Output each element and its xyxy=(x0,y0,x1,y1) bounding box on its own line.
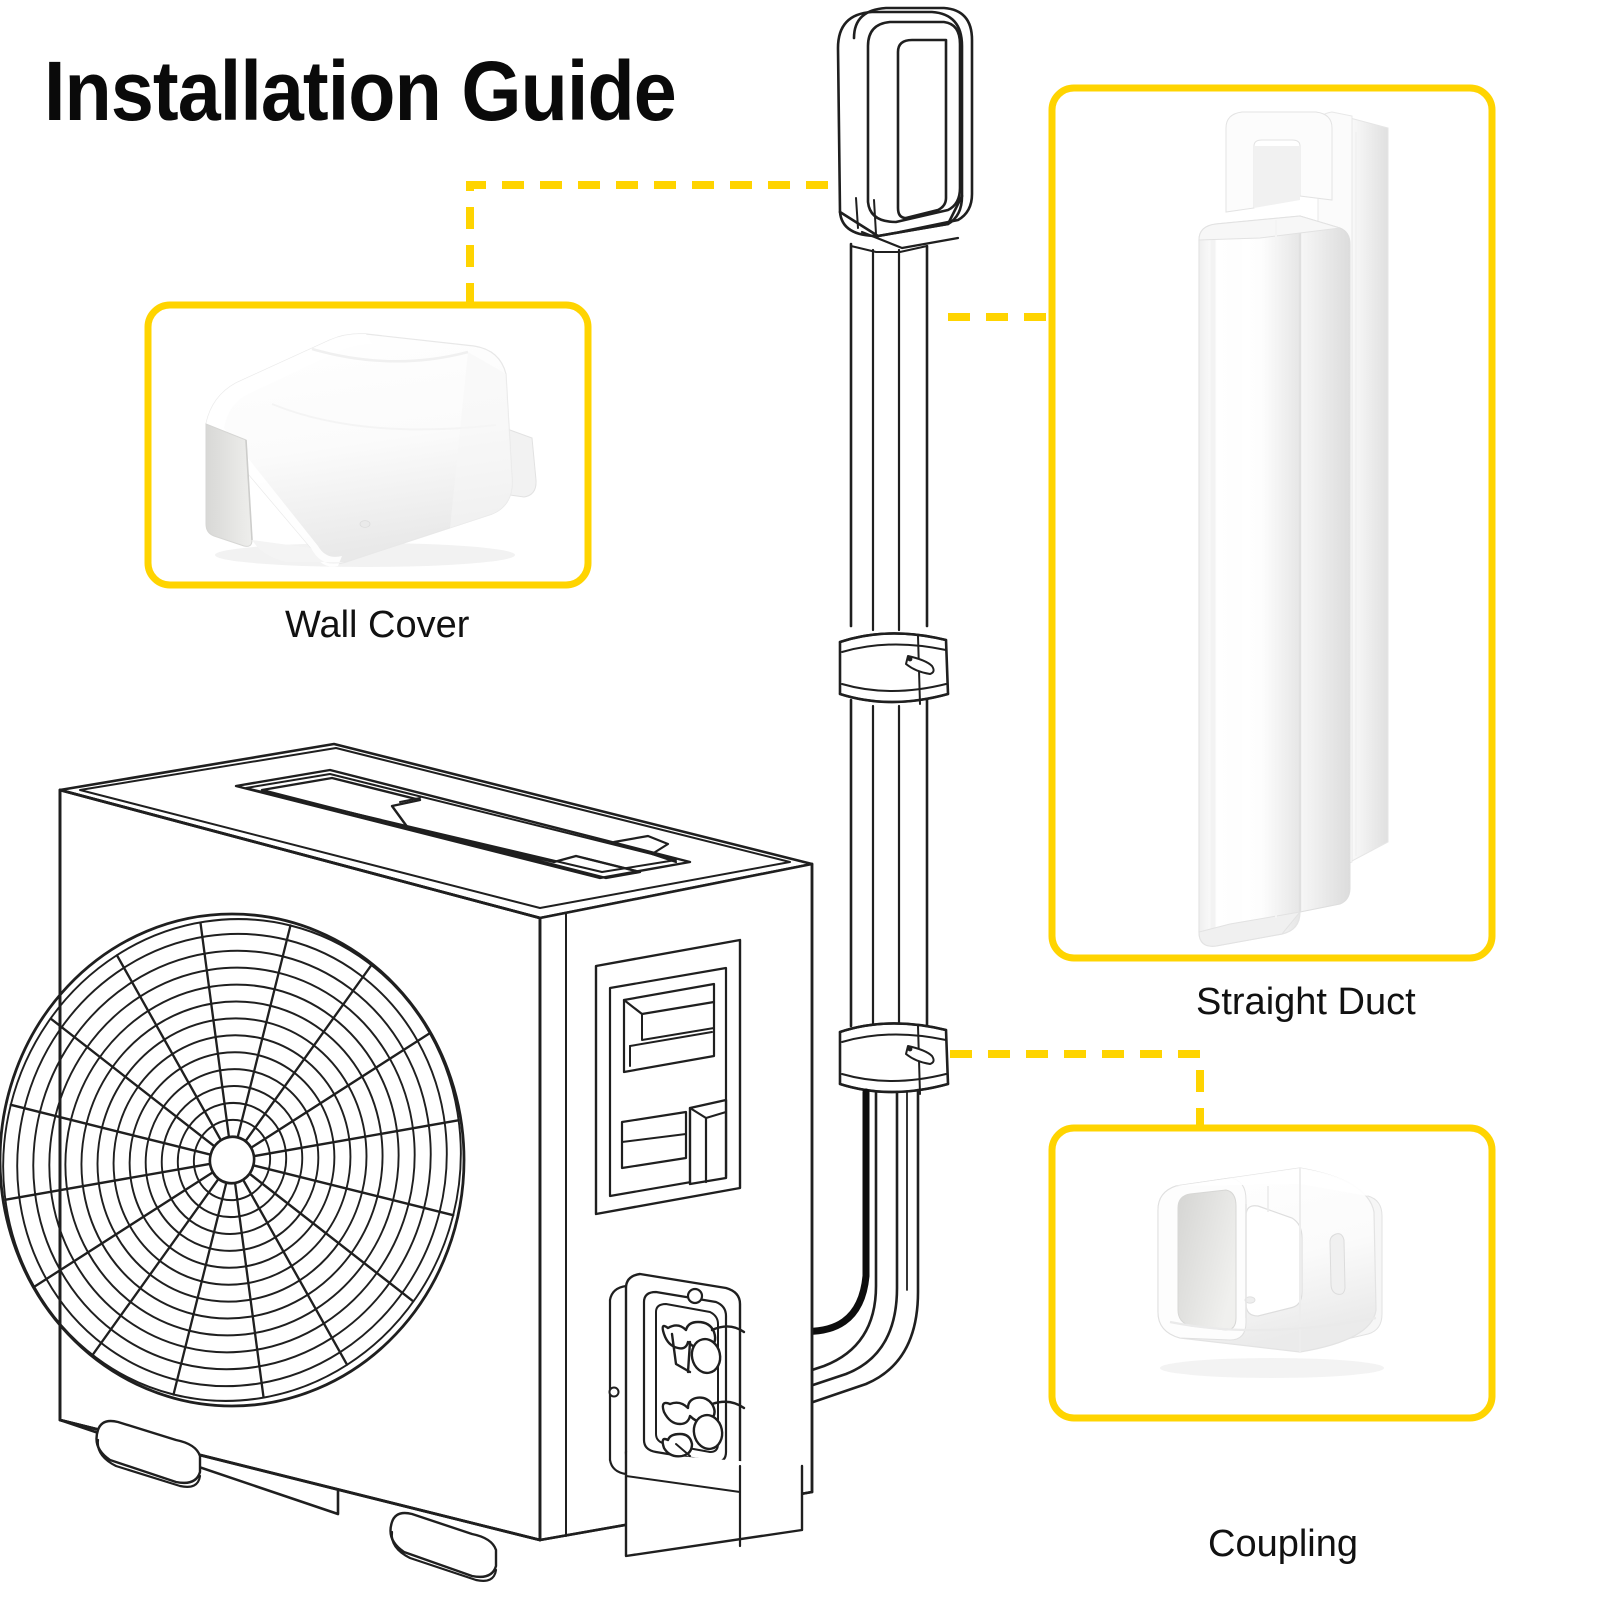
line-art-outdoor-condenser-unit xyxy=(0,742,814,1582)
wall-cover-product-photo xyxy=(205,333,537,567)
line-art-duct-run xyxy=(680,6,974,1468)
callout-box-straight-duct xyxy=(1048,84,1496,962)
line-art-upper-coupling-band xyxy=(838,632,950,705)
condenser-flare-connections xyxy=(661,1320,746,1458)
connector-coupling xyxy=(950,1050,1204,1128)
straight-duct-product-photo xyxy=(1198,111,1389,947)
line-art-duct-middle-section xyxy=(849,698,929,1032)
callout-label-wall-cover: Wall Cover xyxy=(285,604,470,646)
line-art-lower-coupling-band xyxy=(838,1022,950,1095)
line-art-duct-upper-section xyxy=(849,242,929,632)
callout-label-coupling: Coupling xyxy=(1208,1523,1358,1565)
condenser-service-panel xyxy=(594,938,742,1216)
condenser-fan-grille xyxy=(0,912,466,1408)
callout-label-straight-duct: Straight Duct xyxy=(1196,981,1416,1023)
callout-box-wall-cover xyxy=(144,301,592,589)
line-art-wall-cover-cap xyxy=(836,6,974,250)
connector-wall-cover xyxy=(466,181,836,305)
callout-box-coupling xyxy=(1048,1124,1496,1422)
condenser-feet xyxy=(95,1419,498,1582)
coupling-product-photo xyxy=(1157,1167,1384,1378)
page-title: Installation Guide xyxy=(44,44,677,138)
